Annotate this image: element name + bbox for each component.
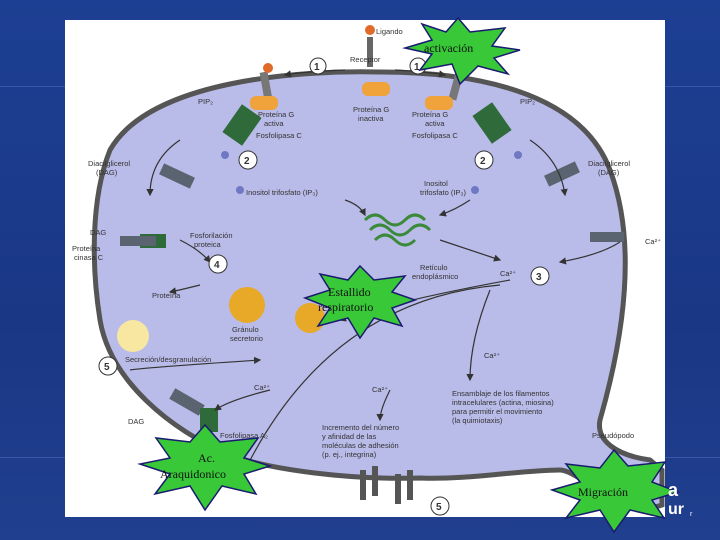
svg-text:Incremento del número: Incremento del número [322,423,399,432]
svg-text:1: 1 [314,62,320,73]
svg-text:activa: activa [264,119,284,128]
svg-text:Inositol trifosfato (IP₃): Inositol trifosfato (IP₃) [246,188,318,197]
svg-text:intracelulares (actina, miosin: intracelulares (actina, miosina) [452,398,554,407]
svg-text:5: 5 [104,362,110,373]
ip3-icon [221,151,229,159]
svg-text:Diacilglicerol: Diacilglicerol [588,159,630,168]
ip3-icon [236,186,244,194]
svg-text:Diacilglicerol: Diacilglicerol [88,159,130,168]
corner-small-text: r [690,511,693,518]
svg-text:Estallido: Estallido [328,285,371,299]
ligand-icon [365,25,375,35]
svg-text:Gránulo: Gránulo [232,325,259,334]
svg-text:Retículo: Retículo [420,263,448,272]
svg-text:Ca²⁺: Ca²⁺ [500,269,516,278]
svg-text:3: 3 [536,272,542,283]
svg-text:Ca²⁺: Ca²⁺ [484,351,500,360]
svg-text:PIP₂: PIP₂ [520,97,535,106]
svg-text:activación: activación [424,41,473,55]
receptor-label: Receptor [350,55,381,64]
svg-text:Fosfolipasa C: Fosfolipasa C [412,131,458,140]
svg-text:inactiva: inactiva [358,114,384,123]
svg-text:respiratorio: respiratorio [318,300,373,314]
corner-logo-2: ur [668,501,684,518]
svg-text:DAG: DAG [128,417,144,426]
svg-text:Inositol: Inositol [424,179,448,188]
svg-text:activa: activa [425,119,445,128]
ip3-icon [471,186,479,194]
g-protein-icon [425,96,453,110]
svg-text:Proteína G: Proteína G [258,110,294,119]
svg-text:4: 4 [214,260,220,271]
svg-text:(la quimiotaxis): (la quimiotaxis) [452,416,503,425]
svg-text:(p. ej., integrina): (p. ej., integrina) [322,450,377,459]
svg-text:endoplásmico: endoplásmico [412,272,458,281]
svg-text:1: 1 [414,62,420,73]
svg-text:Migración: Migración [578,485,628,499]
svg-text:proteica: proteica [194,240,222,249]
svg-text:5: 5 [436,502,442,513]
svg-text:cinasa C: cinasa C [74,253,104,262]
g-protein-icon [250,96,278,110]
svg-text:moléculas de adhesión: moléculas de adhesión [322,441,399,450]
svg-text:Proteína G: Proteína G [412,110,448,119]
calcium-channel-icon [590,232,624,242]
left-ligand-icon [263,63,273,73]
svg-text:trifosfato (IP₃): trifosfato (IP₃) [420,188,466,197]
svg-text:Ac.: Ac. [198,451,215,465]
svg-text:Ca²⁺: Ca²⁺ [645,237,661,246]
g-protein-icon [362,82,390,96]
svg-text:2: 2 [244,156,250,167]
svg-text:DAG: DAG [90,228,106,237]
svg-text:(DAG): (DAG) [96,168,118,177]
svg-text:PIP₂: PIP₂ [198,97,213,106]
svg-text:y afinidad de las: y afinidad de las [322,432,376,441]
svg-text:Araquidonico: Araquidonico [160,467,226,481]
svg-text:Secreción/desgranulación: Secreción/desgranulación [125,355,211,364]
svg-text:Proteína: Proteína [152,291,181,300]
svg-text:para permitir el movimiento: para permitir el movimiento [452,407,542,416]
svg-text:Fosfolipasa C: Fosfolipasa C [256,131,302,140]
svg-text:Fosfolipasa A₂: Fosfolipasa A₂ [220,431,268,440]
degranulation-icon [117,320,149,352]
ip3-icon [514,151,522,159]
dag-channel-icon [120,236,156,246]
svg-text:Ca²⁺: Ca²⁺ [254,383,270,392]
svg-text:Proteína: Proteína [72,244,101,253]
ligando-label: Ligando [376,27,403,36]
svg-text:Pseudópodo: Pseudópodo [592,431,634,440]
corner-logo: a [668,480,679,500]
svg-text:2: 2 [480,156,486,167]
svg-text:Ca²⁺: Ca²⁺ [372,385,388,394]
svg-text:secretorio: secretorio [230,334,263,343]
receptor-group: Ligando Receptor [350,25,403,67]
secretory-granule-icon [229,287,265,323]
svg-text:Fosforilación: Fosforilación [190,231,233,240]
svg-text:(DAG): (DAG) [598,168,620,177]
svg-text:Ensamblaje de los filamentos: Ensamblaje de los filamentos [452,389,550,398]
svg-text:Proteína G: Proteína G [353,105,389,114]
